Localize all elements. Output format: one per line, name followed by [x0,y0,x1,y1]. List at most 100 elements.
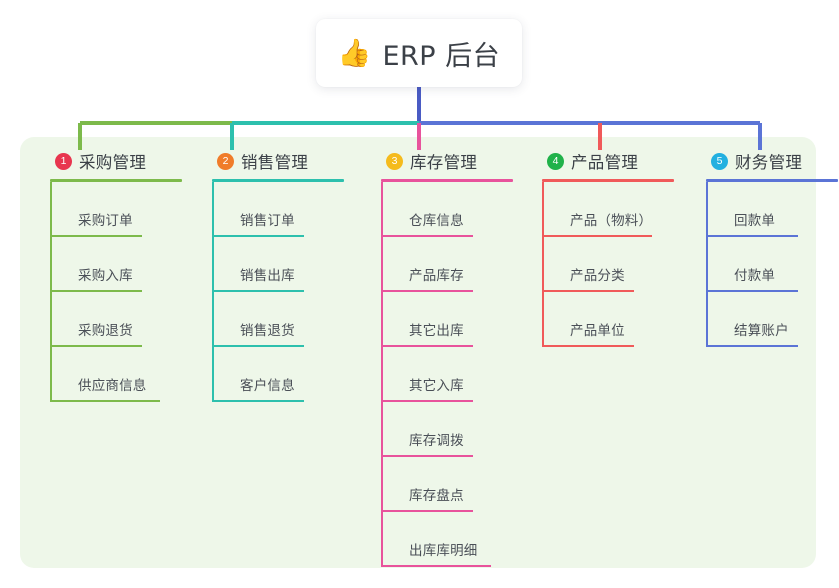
leaf-node[interactable]: 销售退货 [212,292,360,347]
thumbs-up-icon: 👍 [337,37,372,69]
branch-badge-2: 2 [217,152,234,170]
leaf-label: 采购退货 [78,323,133,339]
branch-spine-1 [50,182,52,402]
branch-rule-3 [381,179,513,182]
leaf-rule [50,400,160,402]
leaf-label: 客户信息 [240,378,295,394]
leaf-label: 供应商信息 [78,378,147,394]
leaf-label: 采购入库 [78,268,133,284]
leaf-rule [50,235,142,237]
leaf-label: 产品（物料） [570,213,653,229]
root-node[interactable]: 👍 ERP 后台 [316,19,522,87]
branch-title-4: 产品管理 [571,153,639,172]
branch-rule-4 [542,179,674,182]
root-node-label: ERP 后台 [382,40,501,72]
leaf-node[interactable]: 销售出库 [212,237,360,292]
leaf-node[interactable]: 采购退货 [50,292,198,347]
branch-header-3[interactable]: 3 库存管理 [369,149,529,173]
leaf-rule [706,345,798,347]
leaf-node[interactable]: 客户信息 [212,347,360,402]
leaf-label: 产品库存 [409,268,464,284]
leaf-label: 仓库信息 [409,213,464,229]
branch-spine-5 [706,182,708,347]
branch-title-1: 采购管理 [79,153,147,172]
branch-items-1: 采购订单 采购入库 采购退货 供应商信息 [50,182,198,402]
branch-title-3: 库存管理 [410,153,478,172]
branch-rule-5 [706,179,838,182]
branch-items-5: 回款单 付款单 结算账户 [706,182,839,347]
leaf-label: 出库库明细 [409,543,478,559]
leaf-rule [542,345,634,347]
leaf-rule [50,345,142,347]
leaf-node[interactable]: 产品分类 [542,237,690,292]
leaf-label: 其它入库 [409,378,464,394]
leaf-node[interactable]: 库存调拨 [381,402,529,457]
leaf-node[interactable]: 产品库存 [381,237,529,292]
branch-column-4: 4 产品管理 产品（物料） 产品分类 产品单位 [530,149,690,347]
leaf-rule [381,510,473,512]
leaf-label: 付款单 [734,268,776,284]
leaf-rule [542,235,652,237]
leaf-rule [212,235,304,237]
leaf-label: 结算账户 [734,323,789,339]
leaf-rule [381,400,473,402]
leaf-rule [212,345,304,347]
leaf-rule [381,235,473,237]
leaf-node[interactable]: 供应商信息 [50,347,198,402]
branch-items-4: 产品（物料） 产品分类 产品单位 [542,182,690,347]
branch-header-4[interactable]: 4 产品管理 [530,149,690,173]
branch-spine-2 [212,182,214,402]
branch-rule-2 [212,179,344,182]
leaf-node[interactable]: 其它出库 [381,292,529,347]
branch-items-3: 仓库信息 产品库存 其它出库 其它入库 库存调拨 [381,182,529,567]
branch-title-2: 销售管理 [241,153,309,172]
branch-spine-4 [542,182,544,347]
leaf-node[interactable]: 库存盘点 [381,457,529,512]
leaf-node[interactable]: 其它入库 [381,347,529,402]
leaf-rule [50,290,142,292]
leaf-rule [542,290,634,292]
leaf-node[interactable]: 产品（物料） [542,182,690,237]
leaf-label: 销售订单 [240,213,295,229]
branch-column-3: 3 库存管理 仓库信息 产品库存 其它出库 其它入库 [369,149,529,567]
branch-header-2[interactable]: 2 销售管理 [200,149,360,173]
leaf-node[interactable]: 结算账户 [706,292,839,347]
leaf-label: 产品单位 [570,323,625,339]
leaf-node[interactable]: 销售订单 [212,182,360,237]
branch-column-5: 5 财务管理 回款单 付款单 结算账户 [694,149,839,347]
leaf-node[interactable]: 采购入库 [50,237,198,292]
branch-header-1[interactable]: 1 采购管理 [38,149,198,173]
leaf-node[interactable]: 出库库明细 [381,512,529,567]
branch-badge-3: 3 [386,152,403,170]
branch-badge-5: 5 [711,152,728,170]
branch-header-5[interactable]: 5 财务管理 [694,149,839,173]
leaf-label: 销售退货 [240,323,295,339]
leaf-rule [706,235,798,237]
leaf-node[interactable]: 付款单 [706,237,839,292]
leaf-node[interactable]: 回款单 [706,182,839,237]
leaf-rule [381,565,491,567]
leaf-node[interactable]: 产品单位 [542,292,690,347]
branches-panel [20,137,816,568]
leaf-rule [212,290,304,292]
leaf-label: 产品分类 [570,268,625,284]
leaf-label: 其它出库 [409,323,464,339]
leaf-rule [381,455,473,457]
branch-spine-3 [381,182,383,567]
leaf-label: 采购订单 [78,213,133,229]
branch-title-5: 财务管理 [735,153,803,172]
leaf-label: 库存调拨 [409,433,464,449]
leaf-node[interactable]: 采购订单 [50,182,198,237]
leaf-rule [381,345,473,347]
leaf-rule [381,290,473,292]
branch-column-1: 1 采购管理 采购订单 采购入库 采购退货 供应商信 [38,149,198,402]
branch-items-2: 销售订单 销售出库 销售退货 客户信息 [212,182,360,402]
leaf-label: 回款单 [734,213,776,229]
branch-badge-4: 4 [547,152,564,170]
leaf-rule [212,400,304,402]
branch-badge-1: 1 [55,152,72,170]
branch-column-2: 2 销售管理 销售订单 销售出库 销售退货 客户信息 [200,149,360,402]
leaf-node[interactable]: 仓库信息 [381,182,529,237]
